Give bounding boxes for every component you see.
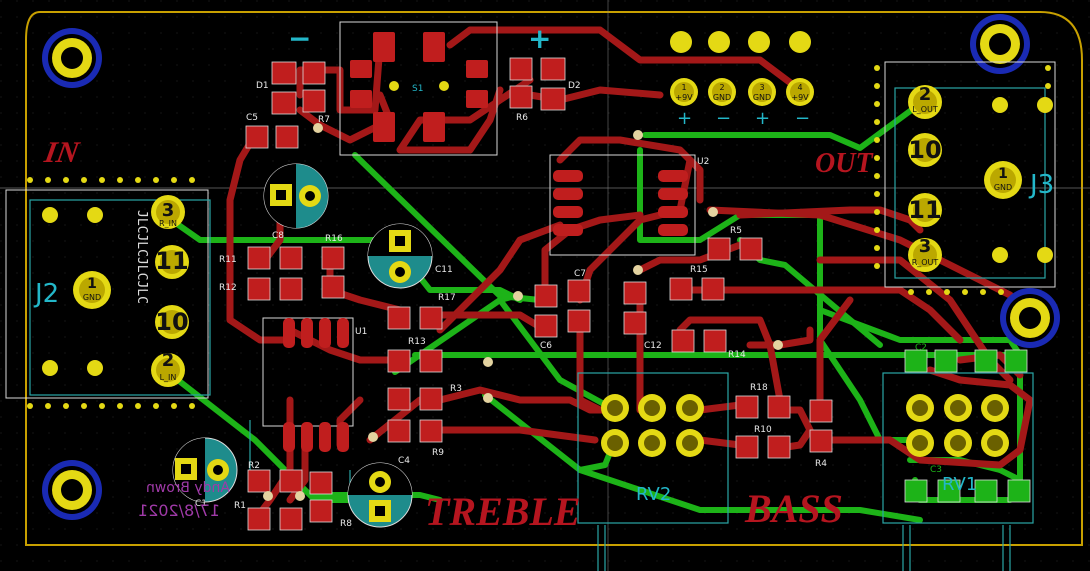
ref-u2: U2 [697,157,709,167]
power-pin-name-4: +9V [791,93,809,102]
j3-pads [908,85,1022,272]
j3-pin-11: 11 [908,196,941,224]
power-pin-3: 3 [759,83,764,92]
power-mark-1: + [677,108,692,129]
j3-pin-name-rout: R_OUT [912,258,939,267]
j3-pin-name-gnd: GND [994,183,1012,192]
ref-s1: S1 [412,84,423,94]
ref-c1: C1 [195,499,207,509]
j3-pin-10: 10 [908,136,941,164]
ref-r1: R1 [234,501,246,511]
power-mark-2: − [716,108,731,129]
ref-c4: C4 [398,456,410,466]
ref-c8: C8 [272,231,284,241]
ref-r14: R14 [728,350,746,360]
power-mark-3: + [755,108,770,129]
ref-r9: R9 [432,448,444,458]
j3-pin-2: 2 [919,84,932,105]
u2-pads [553,170,688,236]
j2-pin-10: 10 [155,308,188,336]
ref-r2: R2 [248,461,260,471]
ref-c12: C12 [644,341,662,351]
power-pin-name-1: +9V [675,93,693,102]
j2-pin-2: 2 [162,350,175,371]
silk-title-out: OUT [815,148,874,179]
ref-c7: C7 [574,269,586,279]
ref-r3: R3 [450,384,462,394]
ref-r10: R10 [754,425,772,435]
capacitor-c8 [263,163,329,229]
power-pin-2: 2 [719,83,724,92]
j2-pin-name-rin: R_IN [159,219,177,228]
ref-r18: R18 [750,383,768,393]
label-rv2: RV2 [636,484,671,505]
j2-pin-11: 11 [155,247,188,275]
silk-minus-left: − [288,22,311,55]
ref-r6: R6 [516,113,528,123]
ref-r11: R11 [219,255,237,265]
label-rv1: RV1 [942,474,977,495]
ref-c5: C5 [246,113,258,123]
ref-r7: R7 [318,115,330,125]
power-mark-4: − [795,108,810,129]
ref-r12: R12 [219,283,237,293]
j2-pin-3: 3 [162,200,175,221]
u1-pads [283,318,349,452]
ref-r5: R5 [730,226,742,236]
j2-pads [73,195,189,387]
mounting-holes [42,14,1060,520]
label-j3: J3 [1028,170,1054,200]
rv2-pads [601,394,704,457]
smd-resistor-pads [245,57,833,531]
capacitor-c1 [172,437,238,503]
ref-d2: D2 [568,81,581,91]
power-pin-name-3: GND [753,93,771,102]
capacitor-c11 [367,223,433,289]
ref-r13: R13 [408,337,426,347]
ref-u1: U1 [355,327,367,337]
j2-pin-name-gnd: GND [83,293,101,302]
power-pin-1: 1 [681,83,686,92]
capacitor-c4 [347,462,413,528]
silk-title-bass: BASS [744,486,843,531]
ref-r8: R8 [340,519,352,529]
j2-pin-name-lin: L_IN [160,373,177,382]
ref-c11: C11 [435,265,453,275]
c3-bottom-pads [904,349,1031,503]
power-pin-name-2: GND [713,93,731,102]
mounting-hole-top-left [42,28,102,88]
mounting-hole-bottom-left [42,460,102,520]
date-text: 17/8/2021 [138,501,220,520]
j3-pin-1: 1 [998,166,1008,182]
mounting-hole-right [1000,288,1060,348]
j3-pin-name-lout: L_OUT [912,105,938,114]
board-outline [25,11,1083,546]
ref-c6: C6 [540,341,552,351]
author-text: Andy Brown [146,480,230,496]
vias [263,123,783,501]
ref-r16: R16 [325,234,343,244]
j2-pin-1: 1 [87,276,97,292]
ref-d1: D1 [256,81,269,91]
silk-title-in: IN [41,135,82,169]
silk-title-treble: TREBLE [425,489,581,534]
ref-r17: R17 [438,293,456,303]
ref-r4: R4 [815,459,827,469]
jlc-marker-text: JLCJLCJLCJLC [134,210,149,304]
label-j2: J2 [33,279,59,309]
power-pin-4: 4 [797,83,802,92]
ref-c3: C3 [930,465,942,475]
power-header-pads [670,31,814,106]
connector-mech-dots [27,65,1053,409]
ref-r15: R15 [690,265,708,275]
silk-plus-left: + [528,22,551,55]
s1-switch-pads [350,32,488,142]
mounting-hole-top-right [970,14,1030,74]
rv1-pads [906,394,1009,457]
j3-pin-3: 3 [919,236,932,257]
ref-c2: C2 [915,343,927,353]
